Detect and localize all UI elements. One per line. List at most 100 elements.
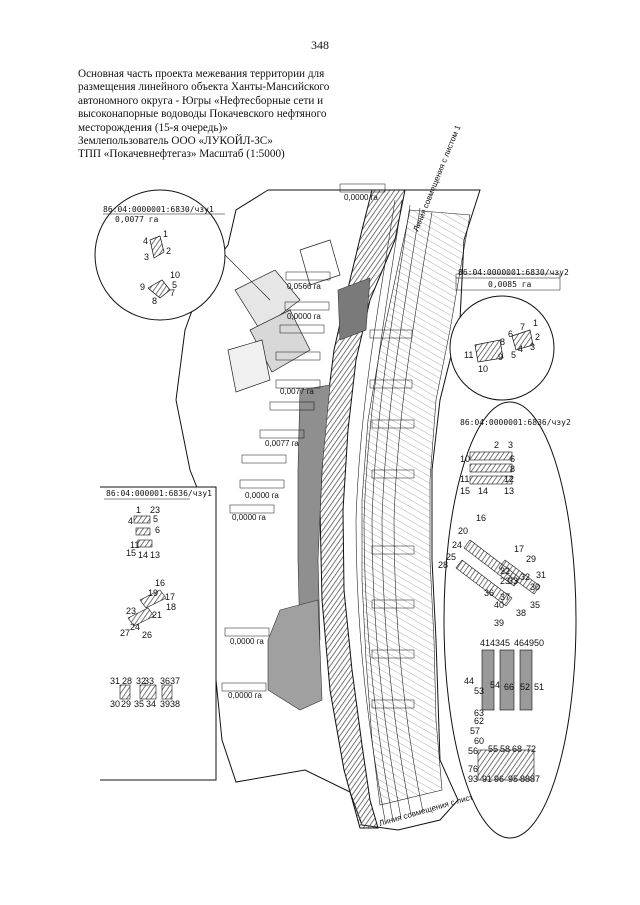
area-labels: 0,0566 га 0,0000 га 0,0077 га 0,0077 га … (228, 193, 378, 700)
callout-right-id: 86:04:0000001:6830/чзу2 (458, 268, 569, 277)
svg-text:13: 13 (504, 486, 514, 496)
svg-text:18: 18 (166, 602, 176, 612)
svg-text:96: 96 (494, 774, 504, 784)
title-line: месторождения (15-я очередь)» (78, 121, 228, 134)
svg-text:0,0000 га: 0,0000 га (344, 193, 378, 202)
svg-text:35: 35 (134, 699, 144, 709)
svg-text:0,0000 га: 0,0000 га (228, 691, 262, 700)
svg-text:68: 68 (512, 744, 522, 754)
svg-text:34: 34 (146, 699, 156, 709)
svg-text:13: 13 (150, 550, 160, 560)
svg-text:52: 52 (520, 682, 530, 692)
svg-text:38: 38 (516, 608, 526, 618)
pipeline-lines (355, 199, 433, 821)
svg-text:58: 58 (500, 744, 510, 754)
svg-text:2: 2 (166, 246, 171, 256)
svg-text:32: 32 (520, 572, 530, 582)
svg-text:2: 2 (535, 332, 540, 342)
svg-text:10: 10 (460, 454, 470, 464)
svg-text:23: 23 (126, 606, 136, 616)
svg-text:60: 60 (474, 736, 484, 746)
svg-text:91: 91 (482, 774, 492, 784)
svg-text:17: 17 (514, 544, 524, 554)
svg-text:12: 12 (504, 474, 514, 484)
svg-text:3: 3 (144, 252, 149, 262)
svg-text:33: 33 (508, 576, 518, 586)
svg-text:0,0000 га: 0,0000 га (245, 491, 279, 500)
svg-text:37: 37 (170, 676, 180, 686)
callout-left-area: 0,0077 га (115, 215, 159, 224)
svg-text:4: 4 (518, 344, 523, 354)
svg-text:56: 56 (468, 746, 478, 756)
svg-text:29: 29 (121, 699, 131, 709)
svg-text:6: 6 (508, 329, 513, 339)
svg-text:39: 39 (160, 699, 170, 709)
svg-text:36: 36 (160, 676, 170, 686)
svg-text:53: 53 (474, 686, 484, 696)
svg-text:1: 1 (533, 318, 538, 328)
svg-text:8: 8 (510, 464, 515, 474)
callout-left-id: 86:04:0000001:6830/чзу1 (103, 205, 214, 214)
svg-text:37: 37 (500, 592, 510, 602)
page-number: 348 (311, 38, 329, 52)
svg-text:32: 32 (136, 676, 146, 686)
svg-text:21: 21 (152, 610, 162, 620)
svg-text:95: 95 (508, 774, 518, 784)
easement-area (361, 209, 471, 806)
svg-text:0,0566 га: 0,0566 га (287, 282, 321, 291)
svg-text:31: 31 (110, 676, 120, 686)
svg-text:62: 62 (474, 716, 484, 726)
svg-text:76: 76 (468, 764, 478, 774)
svg-text:15: 15 (460, 486, 470, 496)
svg-text:46: 46 (514, 638, 524, 648)
svg-text:16: 16 (155, 578, 165, 588)
svg-text:28: 28 (122, 676, 132, 686)
document-title: Основная часть проекта межевания террито… (78, 68, 378, 162)
svg-text:2: 2 (494, 440, 499, 450)
parcel-labels (221, 183, 415, 709)
svg-text:0,0077 га: 0,0077 га (265, 439, 299, 448)
svg-text:7: 7 (170, 288, 175, 298)
svg-text:49: 49 (524, 638, 534, 648)
svg-text:28: 28 (438, 560, 448, 570)
svg-text:27: 27 (120, 628, 130, 638)
grey-zone (267, 599, 323, 711)
svg-text:16: 16 (476, 513, 486, 523)
svg-text:40: 40 (494, 600, 504, 610)
svg-text:5: 5 (511, 350, 516, 360)
svg-text:63: 63 (474, 708, 484, 718)
svg-text:30: 30 (110, 699, 120, 709)
svg-text:24: 24 (130, 622, 140, 632)
svg-text:22: 22 (500, 566, 510, 576)
svg-text:50: 50 (534, 638, 544, 648)
svg-text:17: 17 (165, 592, 175, 602)
svg-text:11: 11 (460, 474, 469, 484)
svg-text:0,0077 га: 0,0077 га (280, 387, 314, 396)
svg-text:72: 72 (526, 744, 536, 754)
svg-text:24: 24 (452, 540, 462, 550)
svg-text:11: 11 (130, 540, 139, 550)
svg-text:4: 4 (143, 236, 148, 246)
svg-text:23: 23 (500, 576, 510, 586)
svg-text:6: 6 (510, 454, 515, 464)
title-line: автономного округа - Югры «Нефтесборные … (78, 94, 324, 107)
svg-text:4: 4 (128, 516, 133, 526)
svg-text:1: 1 (136, 505, 141, 515)
svg-text:3: 3 (530, 342, 535, 352)
svg-text:10: 10 (478, 364, 488, 374)
title-line: размещения линейного объекта Ханты-Манси… (78, 81, 330, 94)
svg-text:3: 3 (508, 440, 513, 450)
svg-text:33: 33 (144, 676, 154, 686)
svg-text:20: 20 (458, 526, 468, 536)
title-line: Основная часть проекта межевания террито… (78, 68, 325, 80)
svg-text:36: 36 (484, 588, 494, 598)
svg-text:29: 29 (526, 554, 536, 564)
svg-text:66: 66 (504, 682, 514, 692)
svg-text:31: 31 (536, 570, 546, 580)
title-line: Землепользователь ООО «ЛУКОЙЛ-ЗС» (78, 135, 273, 148)
svg-text:43: 43 (490, 638, 500, 648)
